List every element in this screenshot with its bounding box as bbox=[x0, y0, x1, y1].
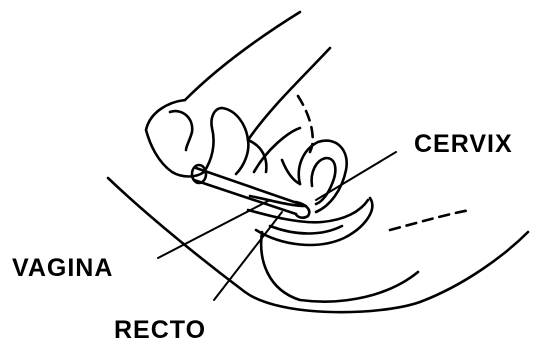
uterus-inner bbox=[312, 158, 336, 204]
vagina-label: VAGINA bbox=[12, 256, 113, 281]
cervix-label: CERVIX bbox=[414, 132, 513, 157]
forearm-lower-outline bbox=[248, 48, 330, 140]
recto-leader-line bbox=[214, 212, 282, 300]
thumb-outline bbox=[170, 111, 192, 150]
finger-1 bbox=[204, 108, 222, 172]
forearm-outline bbox=[185, 12, 300, 100]
bladder-outline bbox=[254, 128, 300, 184]
sacrum-dashed bbox=[298, 96, 313, 152]
rectum-inner bbox=[270, 226, 342, 234]
lower-back-dashed bbox=[390, 210, 470, 230]
finger-2 bbox=[222, 108, 248, 174]
recto-label: RECTO bbox=[114, 318, 206, 343]
